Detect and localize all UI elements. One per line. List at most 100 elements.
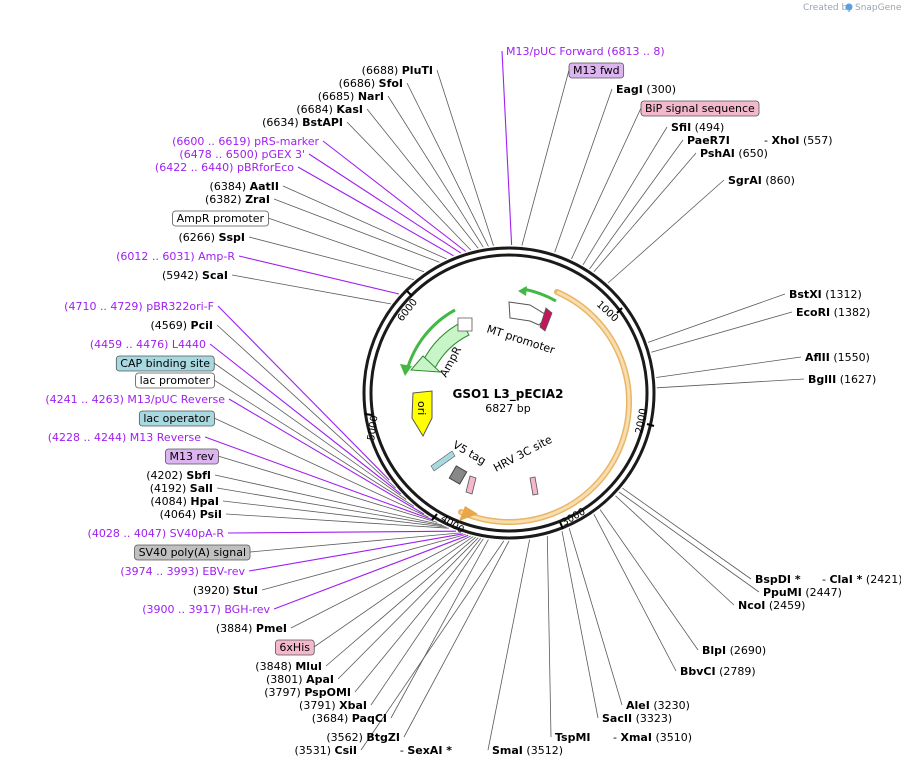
map-label-cap-binding-site[interactable]: CAP binding site [115, 355, 215, 372]
map-label-sbfi[interactable]: (4202) SbfI [146, 469, 211, 482]
map-label-eagi[interactable]: EagI (300) [616, 83, 676, 96]
map-label-bglii[interactable]: BglII (1627) [808, 373, 876, 386]
map-label-stui[interactable]: (3920) StuI [193, 584, 258, 597]
map-label-bstapi[interactable]: (6634) BstAPI [262, 116, 343, 129]
label-name: NcoI [738, 599, 765, 612]
map-label-ebv-rev[interactable]: (3974 .. 3993) EBV-rev [120, 565, 245, 578]
label-name: PaeR7I [687, 134, 730, 147]
map-label-mlui[interactable]: (3848) MluI [255, 660, 322, 673]
label-name: BiP signal sequence [645, 102, 755, 115]
map-label-zrai[interactable]: (6382) ZraI [205, 193, 270, 206]
label-position: (4569) [150, 319, 187, 332]
map-label-psii[interactable]: (4064) PsiI [160, 508, 222, 521]
his-tag-feature[interactable] [465, 475, 477, 495]
label-position: (3684) [312, 712, 349, 725]
map-label-btgzi[interactable]: (3562) BtgZI [326, 731, 400, 744]
mt-promoter-feature[interactable] [508, 301, 549, 326]
map-label-kasi[interactable]: (6684) KasI [296, 103, 363, 116]
label-name: CsiI [335, 744, 357, 757]
label-box [640, 100, 760, 117]
map-label-pmei[interactable]: (3884) PmeI [216, 622, 287, 635]
map-label-ncoi[interactable]: NcoI (2459) [738, 599, 805, 612]
map-label-clai[interactable]: - ClaI * (2421) [822, 573, 901, 586]
map-label-hpai[interactable]: (4084) HpaI [150, 495, 219, 508]
map-label-ampr-promoter[interactable]: AmpR promoter [172, 210, 269, 227]
map-label-apai[interactable]: (3801) ApaI [266, 673, 334, 686]
map-label-smai[interactable]: SmaI (3512) [492, 744, 563, 757]
label-position: (3531) [294, 744, 331, 757]
map-label-ecori[interactable]: EcoRI (1382) [796, 306, 870, 319]
map-label-sv40-poly-a-signal[interactable]: SV40 poly(A) signal [134, 544, 251, 561]
v5-tag-feature[interactable] [448, 465, 468, 485]
map-label-sspi[interactable]: (6266) SspI [178, 231, 245, 244]
map-label-pgex-3[interactable]: (6478 .. 6500) pGEX 3' [179, 148, 305, 161]
map-label-xmai[interactable]: - XmaI (3510) [613, 731, 692, 744]
map-label-pluti[interactable]: (6688) PluTI [362, 64, 433, 77]
map-label-amp-r[interactable]: (6012 .. 6031) Amp-R [116, 250, 235, 263]
ori-feature[interactable] [411, 390, 433, 438]
hrv-3c-feature[interactable] [529, 476, 539, 496]
map-label-bstxi[interactable]: BstXI (1312) [789, 288, 862, 301]
mt-promoter-marker [539, 307, 553, 332]
leader-line [656, 378, 805, 389]
leader-line [346, 121, 471, 251]
map-label-bgh-rev[interactable]: (3900 .. 3917) BGH-rev [142, 603, 270, 616]
map-label-scai[interactable]: (5942) ScaI [162, 269, 228, 282]
map-label-prs-marker[interactable]: (6600 .. 6619) pRS-marker [172, 135, 319, 148]
map-label-l4440[interactable]: (4459 .. 4476) L4440 [90, 338, 206, 351]
map-label-alei[interactable]: AleI (3230) [626, 699, 690, 712]
map-label-tspmi[interactable]: TspMI [555, 731, 591, 744]
label-text: CAP binding site [120, 357, 210, 370]
leader-line [273, 534, 469, 610]
label-position: (557) [803, 134, 833, 147]
label-leaders [204, 50, 805, 751]
map-label-lac-operator[interactable]: lac operator [138, 410, 215, 427]
map-label-pbrforeco[interactable]: (6422 .. 6440) pBRforEco [155, 161, 294, 174]
label-box [172, 210, 269, 227]
map-label-pcii[interactable]: (4569) PciI [150, 319, 213, 332]
label-box [138, 410, 215, 427]
map-label-aatii[interactable]: (6384) AatII [210, 180, 279, 193]
map-label-pspomi[interactable]: (3797) PspOMI [264, 686, 351, 699]
map-label-sv40pa-r[interactable]: (4028 .. 4047) SV40pA-R [88, 527, 225, 540]
map-label-bip-signal-sequence[interactable]: BiP signal sequence [640, 100, 760, 117]
label-name: CAP binding site [120, 357, 210, 370]
map-label-bspdi[interactable]: BspDI * [755, 573, 801, 586]
label-text: (6684) KasI [296, 103, 363, 116]
map-label-pshai[interactable]: PshAI (650) [700, 147, 768, 160]
map-label-lac-promoter[interactable]: lac promoter [135, 372, 215, 389]
map-label-paer7i[interactable]: PaeR7I [687, 134, 730, 147]
map-label-xbai[interactable]: (3791) XbaI [299, 699, 367, 712]
label-text: (6012 .. 6031) Amp-R [116, 250, 235, 263]
map-label-m13-puc-reverse[interactable]: (4241 .. 4263) M13/pUC Reverse [45, 393, 225, 406]
map-label-nari[interactable]: (6685) NarI [318, 90, 384, 103]
map-label-xhoi[interactable]: - XhoI (557) [764, 134, 833, 147]
map-label-blpi[interactable]: BlpI (2690) [702, 644, 766, 657]
label-name: BlpI [702, 644, 726, 657]
lac-features[interactable] [430, 450, 456, 472]
label-name: AmpR promoter [177, 212, 265, 225]
label-text: SV40 poly(A) signal [139, 546, 246, 559]
map-label-paqci[interactable]: (3684) PaqCI [312, 712, 387, 725]
map-label-sfoi[interactable]: (6686) SfoI [339, 77, 403, 90]
map-label-sacii[interactable]: SacII (3323) [602, 712, 672, 725]
label-text: SfiI (494) [671, 121, 724, 134]
map-label-aflii[interactable]: AflII (1550) [805, 351, 870, 364]
map-label-m13-rev[interactable]: M13 rev [165, 448, 219, 465]
map-label-m13-reverse[interactable]: (4228 .. 4244) M13 Reverse [48, 431, 201, 444]
map-label-6xhis[interactable]: 6xHis [275, 639, 315, 656]
map-label-sexai[interactable]: - SexAI * [400, 744, 452, 757]
label-position: (6600 .. 6619) [172, 135, 251, 148]
map-label-ppumi[interactable]: PpuMI (2447) [763, 586, 842, 599]
map-label-m13-puc-forward[interactable]: M13/pUC Forward (6813 .. 8) [506, 45, 665, 58]
map-label-m13-fwd[interactable]: M13 fwd [568, 62, 625, 79]
label-name: pBRforEco [237, 161, 294, 174]
map-label-sali[interactable]: (4192) SalI [150, 482, 213, 495]
map-label-sfii[interactable]: SfiI (494) [671, 121, 724, 134]
map-label-csii[interactable]: (3531) CsiI [294, 744, 357, 757]
map-label-bbvci[interactable]: BbvCI (2789) [680, 665, 756, 678]
label-name: PpuMI [763, 586, 802, 599]
map-label-sgrai[interactable]: SgrAI (860) [728, 174, 795, 187]
bip-signal-arc[interactable] [522, 287, 557, 303]
map-label-pbr322ori-f[interactable]: (4710 .. 4729) pBR322ori-F [64, 300, 214, 313]
